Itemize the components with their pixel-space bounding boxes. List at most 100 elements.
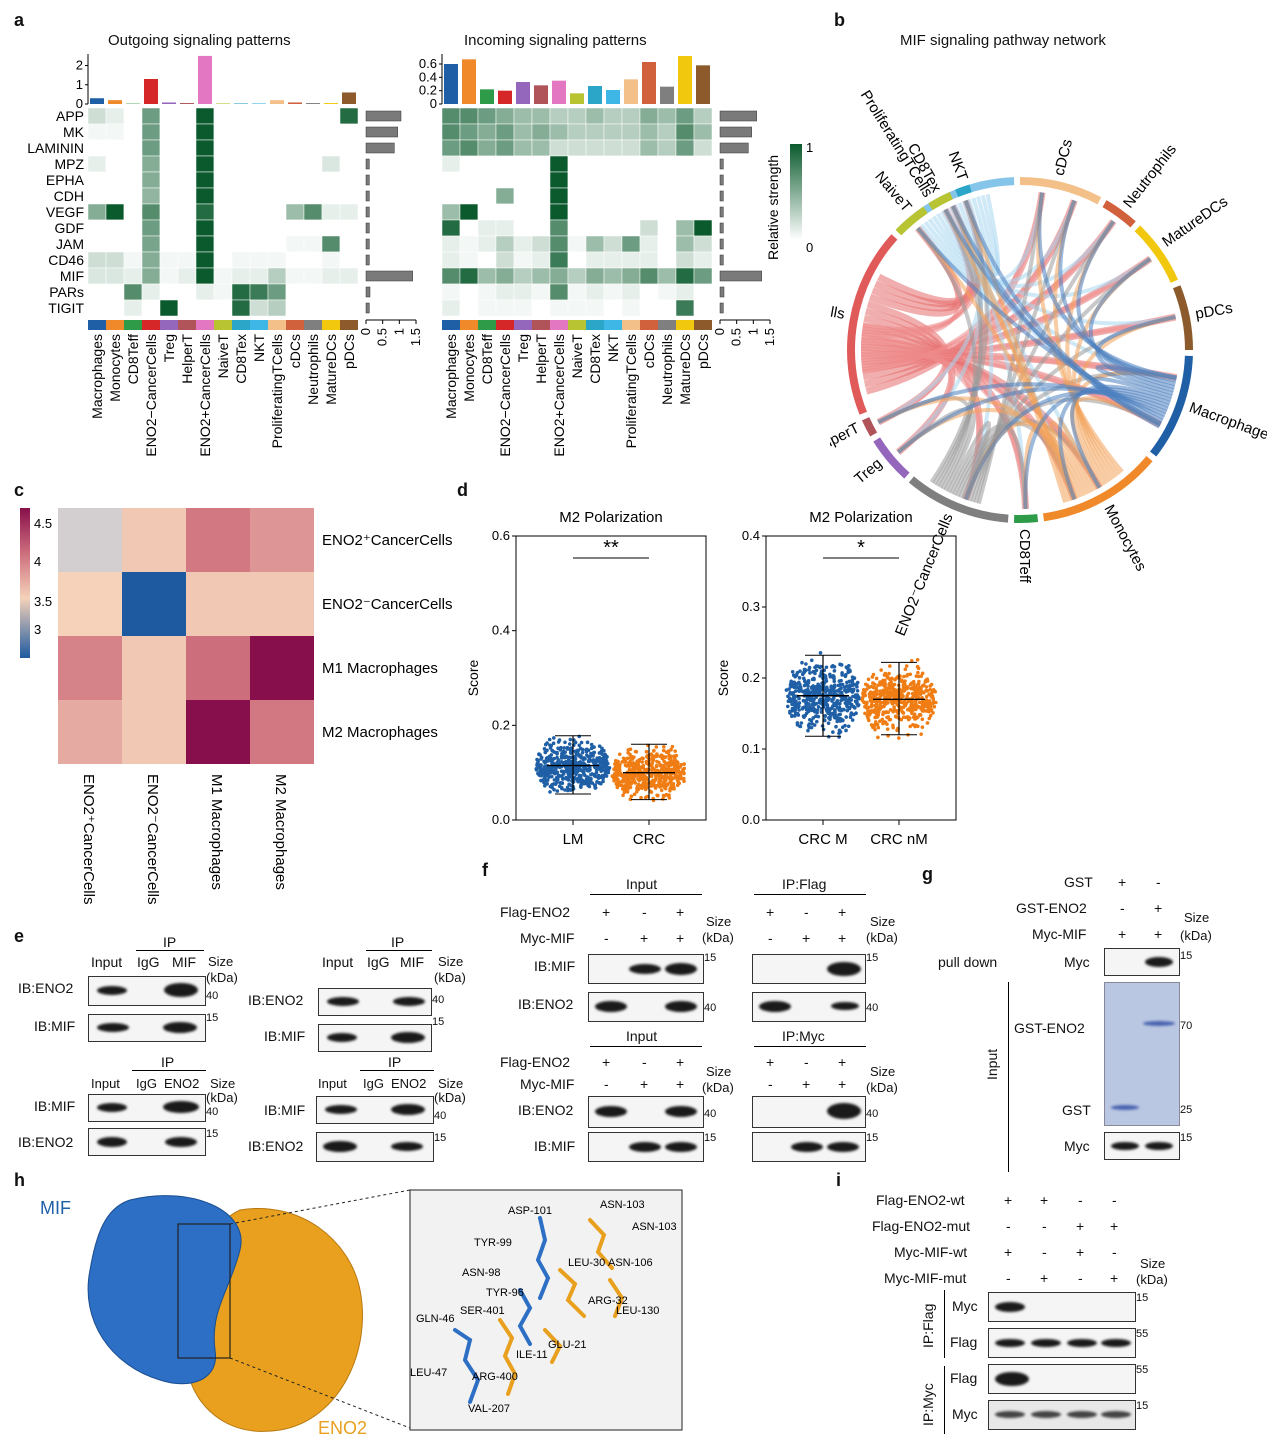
d-point	[808, 705, 812, 709]
d-point	[875, 688, 879, 693]
outgoing-side-tick-label: 0.5	[375, 328, 390, 346]
d-point	[602, 748, 606, 753]
outgoing-cell	[285, 235, 305, 253]
d-point	[838, 682, 843, 687]
d-point	[617, 765, 621, 769]
incoming-side-bar	[719, 238, 724, 250]
incoming-cell	[603, 235, 623, 253]
d-point	[863, 711, 867, 716]
outgoing-cell	[231, 107, 251, 125]
d-point	[640, 756, 644, 760]
incoming-color-strip	[622, 320, 640, 330]
d-point	[913, 716, 918, 721]
d-point	[805, 698, 809, 702]
corr-cell	[58, 700, 122, 764]
d-point	[824, 676, 828, 681]
d-point	[542, 764, 547, 769]
outgoing-cell	[285, 299, 305, 317]
d-point	[632, 765, 637, 770]
d-point	[615, 770, 619, 774]
incoming-cell	[459, 171, 479, 189]
pathway-label: CD46	[48, 252, 84, 268]
d-point	[617, 752, 622, 757]
incoming-cell	[477, 187, 497, 205]
outgoing-cell	[249, 251, 269, 269]
d-point	[853, 706, 857, 710]
f-ib-mif-1: IB:MIF	[534, 958, 576, 974]
d-point	[811, 706, 816, 711]
d-point	[873, 703, 877, 708]
d-point	[563, 788, 567, 792]
residue-stick	[608, 1278, 625, 1318]
outgoing-cell	[339, 139, 359, 157]
incoming-cell	[657, 123, 677, 141]
e-kda-label: (kDa)	[206, 970, 238, 985]
outgoing-side-bar	[365, 222, 370, 234]
outgoing-cell	[267, 203, 287, 221]
outgoing-cell	[249, 155, 269, 173]
incoming-cell	[477, 107, 497, 125]
outgoing-cell	[249, 107, 269, 125]
incoming-cell	[549, 107, 569, 125]
chord-label: Treg	[851, 455, 885, 487]
d-point	[673, 755, 677, 760]
d-point	[875, 722, 879, 727]
outgoing-cell	[87, 251, 107, 269]
incoming-cell	[513, 267, 533, 285]
incoming-top-bar	[606, 90, 620, 104]
incoming-top-bar	[462, 59, 476, 104]
outgoing-cell	[303, 235, 323, 253]
d-point	[654, 776, 658, 781]
d-point	[569, 772, 573, 777]
d-point	[829, 684, 834, 689]
d-point	[588, 754, 593, 759]
outgoing-cell	[87, 283, 107, 301]
outgoing-cell	[159, 299, 179, 317]
incoming-top-bar	[696, 65, 710, 104]
d-point	[555, 770, 560, 775]
f-myc-mif-2: Myc-MIF	[520, 1076, 575, 1092]
outgoing-cell	[303, 139, 323, 157]
f-s22: -	[768, 1076, 773, 1092]
incoming-cell	[477, 299, 497, 317]
incoming-cell	[549, 155, 569, 173]
chord-link	[1088, 257, 1176, 390]
incoming-cell	[531, 171, 551, 189]
incoming-cell	[495, 171, 515, 189]
mif-network-title: MIF signaling pathway network	[900, 32, 1106, 49]
d-point	[639, 777, 643, 781]
d-point	[639, 786, 644, 790]
outgoing-cell	[141, 139, 161, 157]
d-point	[865, 714, 870, 718]
i-ip-flag: IP:Flag	[920, 1303, 936, 1348]
outgoing-cell	[87, 235, 107, 253]
d-point	[652, 748, 656, 753]
d-point	[851, 694, 855, 699]
d-point	[814, 714, 818, 719]
incoming-cell	[585, 187, 605, 205]
e4-ib-eno2: IB:ENO2	[248, 1138, 304, 1154]
d-point	[635, 786, 639, 791]
d-point	[621, 773, 625, 777]
corr-cell	[250, 572, 314, 636]
d-point	[632, 775, 636, 780]
d-point	[890, 699, 895, 704]
d-point	[920, 709, 925, 713]
chord-link	[950, 205, 1161, 429]
outgoing-cell	[213, 139, 233, 157]
outgoing-cell	[303, 219, 323, 237]
incoming-cell	[441, 155, 461, 173]
d-point	[575, 748, 580, 753]
d-point	[928, 684, 932, 688]
outgoing-side-bar	[365, 142, 395, 154]
outgoing-cell	[339, 107, 359, 125]
incoming-cell	[603, 283, 623, 301]
outgoing-cell	[339, 155, 359, 173]
d-point	[545, 778, 550, 782]
incoming-cell	[657, 235, 677, 253]
d-point	[645, 755, 649, 759]
d-point	[563, 740, 567, 745]
d-point	[615, 783, 620, 788]
d-point	[831, 675, 836, 680]
d-point	[565, 745, 570, 750]
